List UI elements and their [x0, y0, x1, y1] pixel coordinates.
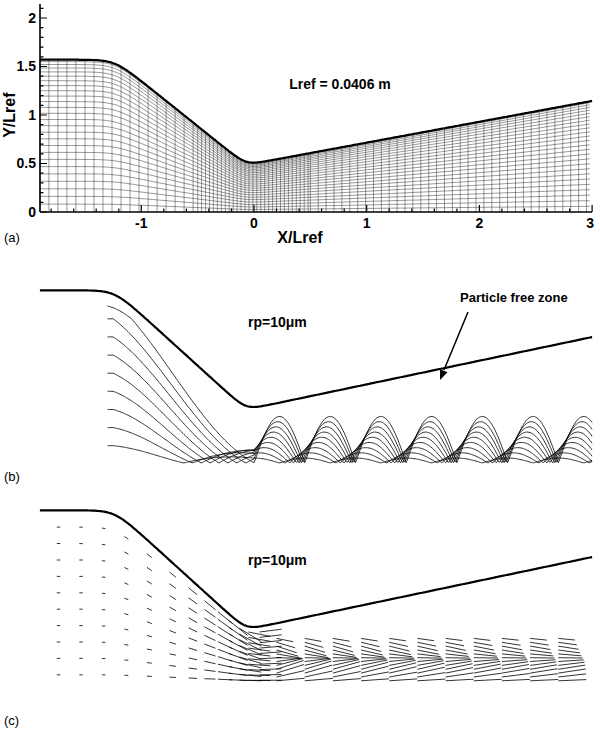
axis-ticks: [40, 8, 592, 212]
grid-lines: [40, 60, 587, 212]
tick-label: 3: [586, 215, 594, 231]
x-axis: [40, 211, 592, 213]
tick-label: 1.5: [17, 58, 36, 74]
callout-label: Particle free zone: [460, 291, 568, 306]
note-label: rp=10μm: [248, 314, 307, 330]
leader-line: [444, 312, 468, 370]
vector-panel: [40, 510, 592, 681]
velocity-vectors: [57, 527, 587, 681]
tick-label: 0: [28, 204, 36, 220]
y-axis: [39, 4, 41, 212]
axis-title: X/Lref: [277, 229, 322, 247]
particle-path: [108, 306, 593, 463]
particle-path: [108, 319, 593, 463]
axis-title: Y/Lref: [2, 92, 20, 137]
note-label: rp=10μm: [248, 552, 307, 568]
tick-label: 2: [476, 215, 484, 231]
trajectory-panel: [40, 290, 592, 463]
particle-path: [108, 410, 593, 463]
tick-label: -1: [135, 215, 147, 231]
particle-path: [108, 337, 593, 463]
note-label: Lref = 0.0406 m: [286, 76, 394, 92]
panel-label: (b): [4, 470, 20, 485]
particle-path: [108, 373, 593, 463]
panel-label: (a): [4, 231, 20, 246]
nozzle-wall: [40, 60, 592, 163]
nozzle-wall: [40, 510, 592, 627]
arrow-head: [440, 369, 448, 380]
grid-panel: [40, 4, 592, 212]
grid-lines: [40, 62, 590, 210]
tick-label: 1: [28, 107, 36, 123]
nozzle-wall: [40, 290, 592, 407]
tick-label: 0.5: [17, 155, 36, 171]
tick-label: 0: [250, 215, 258, 231]
panel-label: (c): [4, 714, 19, 729]
tick-label: 1: [363, 215, 371, 231]
tick-label: 2: [28, 10, 36, 26]
